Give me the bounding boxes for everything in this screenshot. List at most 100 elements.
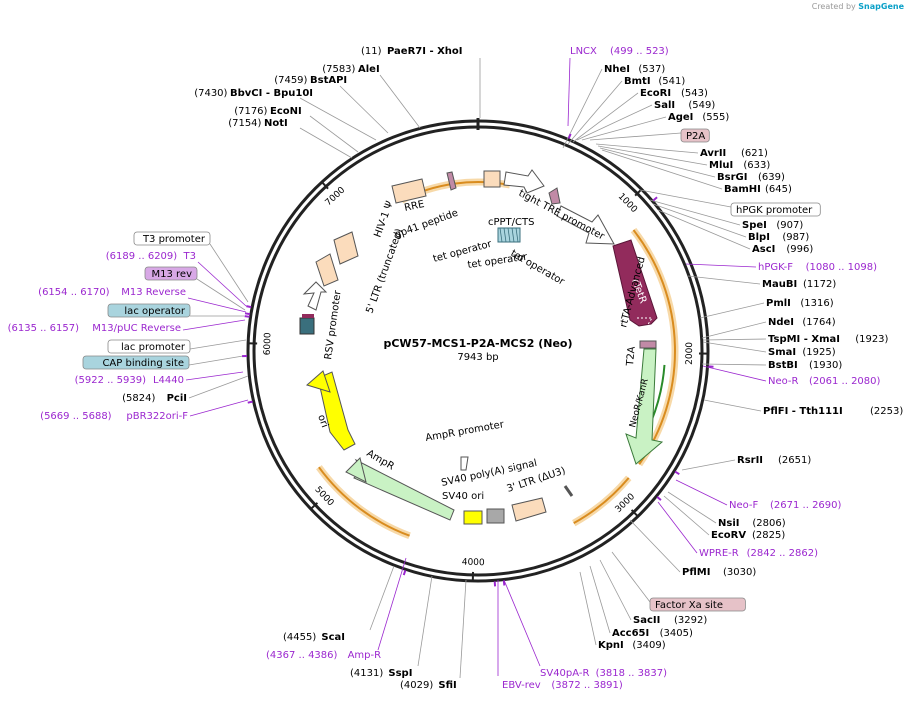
site-scai[interactable]: (4455)ScaI — [283, 565, 395, 643]
svg-text:KpnI: KpnI — [598, 640, 624, 651]
site-ecorv[interactable]: EcoRV(2825) — [663, 495, 785, 541]
feature-3ltr-box[interactable] — [511, 497, 547, 522]
site-pmli[interactable]: PmlI(1316) — [699, 298, 834, 319]
svg-text:(3292): (3292) — [674, 615, 707, 626]
site-t3-promoter[interactable]: T3 promoter — [133, 231, 249, 303]
site-sfii[interactable]: (4029)SfiI — [400, 579, 467, 691]
site-sacii[interactable]: SacII(3292) — [599, 559, 707, 626]
site-acc65i[interactable]: Acc65I(3405) — [589, 565, 693, 639]
svg-text:P2A: P2A — [686, 131, 705, 142]
site-bmti[interactable]: BmtI(541) — [567, 76, 685, 145]
svg-text:NsiI: NsiI — [718, 518, 739, 529]
svg-text:BstAPI: BstAPI — [310, 75, 347, 86]
feature-rre-box[interactable] — [391, 178, 427, 204]
feature-gp41-box[interactable] — [446, 171, 457, 191]
svg-text:(2842 .. 2862): (2842 .. 2862) — [747, 548, 819, 559]
feature-sv40-ori-box[interactable] — [463, 510, 483, 525]
tick-5000 — [309, 502, 319, 511]
site-nsii[interactable]: NsiI(2806) — [667, 491, 786, 529]
site-bsrgi[interactable]: BsrGI(639) — [599, 147, 785, 183]
svg-text:Amp-R: Amp-R — [348, 650, 382, 661]
site-pflmi[interactable]: PflMI(3030) — [629, 519, 756, 578]
site-sali[interactable]: SalI(549) — [576, 100, 715, 141]
svg-text:(5824): (5824) — [122, 393, 155, 404]
svg-text:(4367 .. 4386): (4367 .. 4386) — [266, 650, 338, 661]
site-m13-rev[interactable]: M13 rev — [144, 266, 246, 311]
site-lac-operator[interactable]: lac operator — [107, 303, 244, 318]
site-wpre-r[interactable]: WPRE-R (2842 .. 2862) — [657, 501, 819, 559]
site-econi[interactable]: (7176)EcoNI — [234, 106, 359, 153]
site-blpi[interactable]: BlpI(987) — [652, 203, 809, 243]
svg-text:NdeI: NdeI — [768, 317, 794, 328]
site-m13-reverse[interactable]: M13 Reverse(6154 .. 6170) — [38, 287, 247, 313]
site-neo-f[interactable]: Neo-F(2671 .. 2690) — [675, 479, 842, 511]
site-pflfi-tth111i[interactable]: PflFI - Tth111I(2253) — [703, 399, 903, 417]
svg-text:L4440: L4440 — [153, 375, 184, 386]
site-p2a[interactable]: P2A — [589, 128, 710, 143]
rsv-label: RSV promoter — [323, 289, 344, 360]
site-cap-binding-site[interactable]: CAP binding site — [82, 355, 244, 370]
site-tspmi-xmai[interactable]: TspMI - XmaI(1923) — [702, 334, 889, 345]
site-noti[interactable]: (7154)NotI — [228, 118, 353, 159]
site-ndei[interactable]: NdeI(1764) — [701, 317, 836, 339]
feature-tre-mark[interactable] — [548, 187, 561, 205]
site-smai[interactable]: SmaI(1925) — [702, 341, 836, 358]
site-bamhi[interactable]: BamHI(645) — [601, 149, 792, 195]
svg-text:NotI: NotI — [264, 118, 288, 129]
svg-text:pBR322ori-F: pBR322ori-F — [126, 411, 188, 422]
site-agei[interactable]: AgeI(555) — [581, 112, 729, 141]
svg-text:WPRE-R: WPRE-R — [699, 548, 739, 559]
feature-rtetr[interactable]: rTetR — [612, 239, 658, 327]
site-neo-r[interactable]: Neo-R(2061 .. 2080) — [702, 365, 881, 387]
site-factor-xa-site[interactable]: Factor Xa site — [611, 551, 746, 612]
site-bstbi[interactable]: BstBI(1930) — [701, 360, 842, 371]
site-l4440[interactable]: L4440 (5922 .. 5939) — [75, 371, 244, 386]
feature-ori[interactable]: ori — [305, 370, 356, 451]
svg-text:(3409): (3409) — [632, 640, 665, 651]
feature-cppt-box[interactable] — [483, 170, 501, 188]
site-avrii[interactable]: AvrII(621) — [595, 143, 768, 159]
svg-text:SpeI: SpeI — [742, 220, 767, 231]
site-amp-r[interactable]: (4367 .. 4386) Amp-R — [266, 557, 407, 661]
site-pbr322ori-f[interactable]: pBR322ori-F(5669 .. 5688) — [40, 399, 249, 422]
site-sspi[interactable]: (4131)SspI — [350, 575, 433, 679]
site-t3[interactable]: T3(6189 .. 6209) — [106, 251, 247, 307]
site-pcii[interactable]: PciI(5824) — [122, 375, 249, 404]
svg-text:(5922 .. 5939): (5922 .. 5939) — [75, 375, 147, 386]
site-lac-promoter[interactable]: lac promoter — [107, 339, 247, 354]
site-ebv-rev[interactable]: EBV-rev(3872 .. 3891) — [497, 580, 623, 691]
svg-text:PflMI: PflMI — [682, 567, 710, 578]
tet-operator-cluster[interactable] — [497, 227, 521, 243]
site-hpgk-promoter[interactable]: hPGK promoter — [639, 189, 821, 217]
site-alei[interactable]: (7583)AleI — [322, 64, 421, 129]
svg-text:Neo-R: Neo-R — [768, 376, 799, 387]
feature-tet-arrow[interactable] — [556, 205, 615, 245]
site-bbvci-bpu10i[interactable]: (7430)BbvCI - Bpu10I — [194, 88, 377, 141]
site-maubi[interactable]: MauBI(1172) — [687, 275, 836, 290]
primer-mark — [244, 315, 250, 318]
site-hpgk-f[interactable]: hPGK-F(1080 .. 1098) — [685, 262, 877, 273]
feature-5ltr-box[interactable] — [315, 253, 339, 287]
site-asci[interactable]: AscI(996) — [657, 209, 813, 255]
site-spei[interactable]: SpeI(907) — [649, 199, 803, 231]
site-m13-puc-reverse[interactable]: M13/pUC Reverse(6135 .. 6157) — [8, 319, 246, 334]
feature-hiv-box[interactable] — [333, 231, 359, 265]
site-rsrii[interactable]: RsrII(2651) — [681, 455, 811, 471]
svg-text:T3 promoter: T3 promoter — [142, 234, 206, 245]
feature-rsv-arrow[interactable] — [302, 281, 328, 311]
site-sv40pa-r[interactable]: SV40pA-R(3818 .. 3837) — [503, 579, 667, 679]
site-paer7i-xhoi[interactable]: (11)PaeR7I - XhoI — [361, 46, 481, 118]
feature-tight-tre-arrow[interactable] — [503, 169, 545, 194]
site-lncx[interactable]: LNCX(499 .. 523) — [567, 46, 669, 127]
site-mlui[interactable]: MluI(633) — [597, 145, 770, 171]
feature-t2a-box[interactable] — [639, 340, 657, 349]
tight-tre-label: tight TRE promoter — [517, 188, 607, 243]
feature-lac-cluster[interactable] — [299, 317, 315, 335]
site-ecori[interactable]: EcoRI(543) — [572, 88, 708, 143]
svg-text:(11): (11) — [361, 46, 382, 57]
svg-text:LNCX: LNCX — [570, 46, 597, 57]
feature-sv40-polya-box[interactable] — [486, 508, 505, 524]
site-kpni[interactable]: KpnI (3409) — [579, 571, 666, 651]
site-bstapi[interactable]: (7459)BstAPI — [274, 75, 389, 134]
